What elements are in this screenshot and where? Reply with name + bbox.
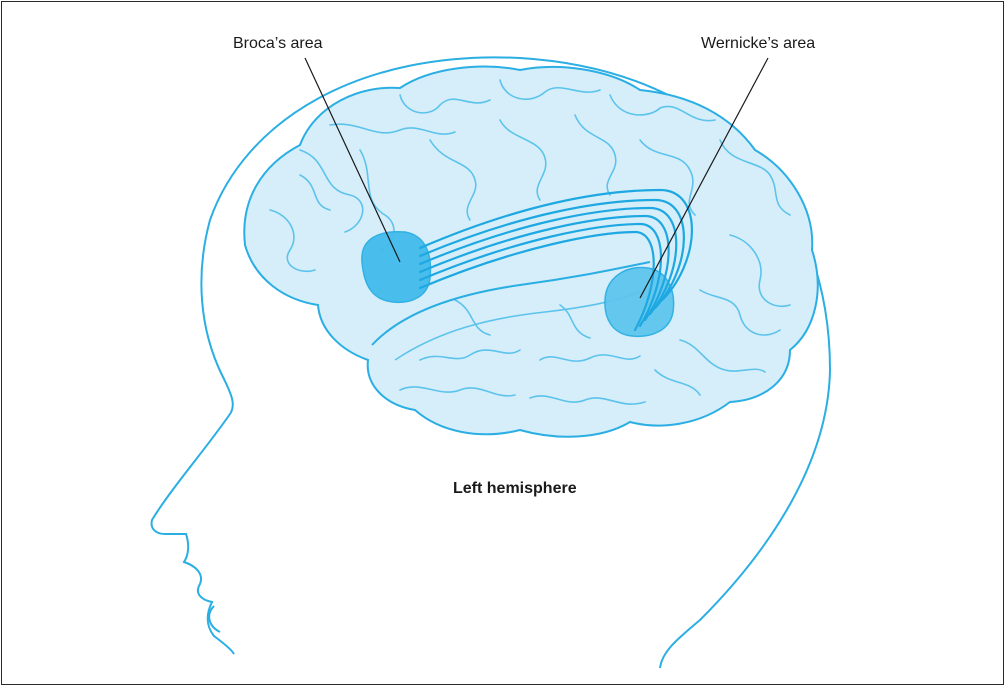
lip-detail <box>209 606 220 632</box>
broca-area-region <box>362 232 431 303</box>
broca-area-label: Broca’s area <box>233 35 323 53</box>
brain-outline <box>244 67 817 437</box>
wernicke-area-label: Wernicke’s area <box>701 35 815 53</box>
hemisphere-caption: Left hemisphere <box>453 480 577 498</box>
